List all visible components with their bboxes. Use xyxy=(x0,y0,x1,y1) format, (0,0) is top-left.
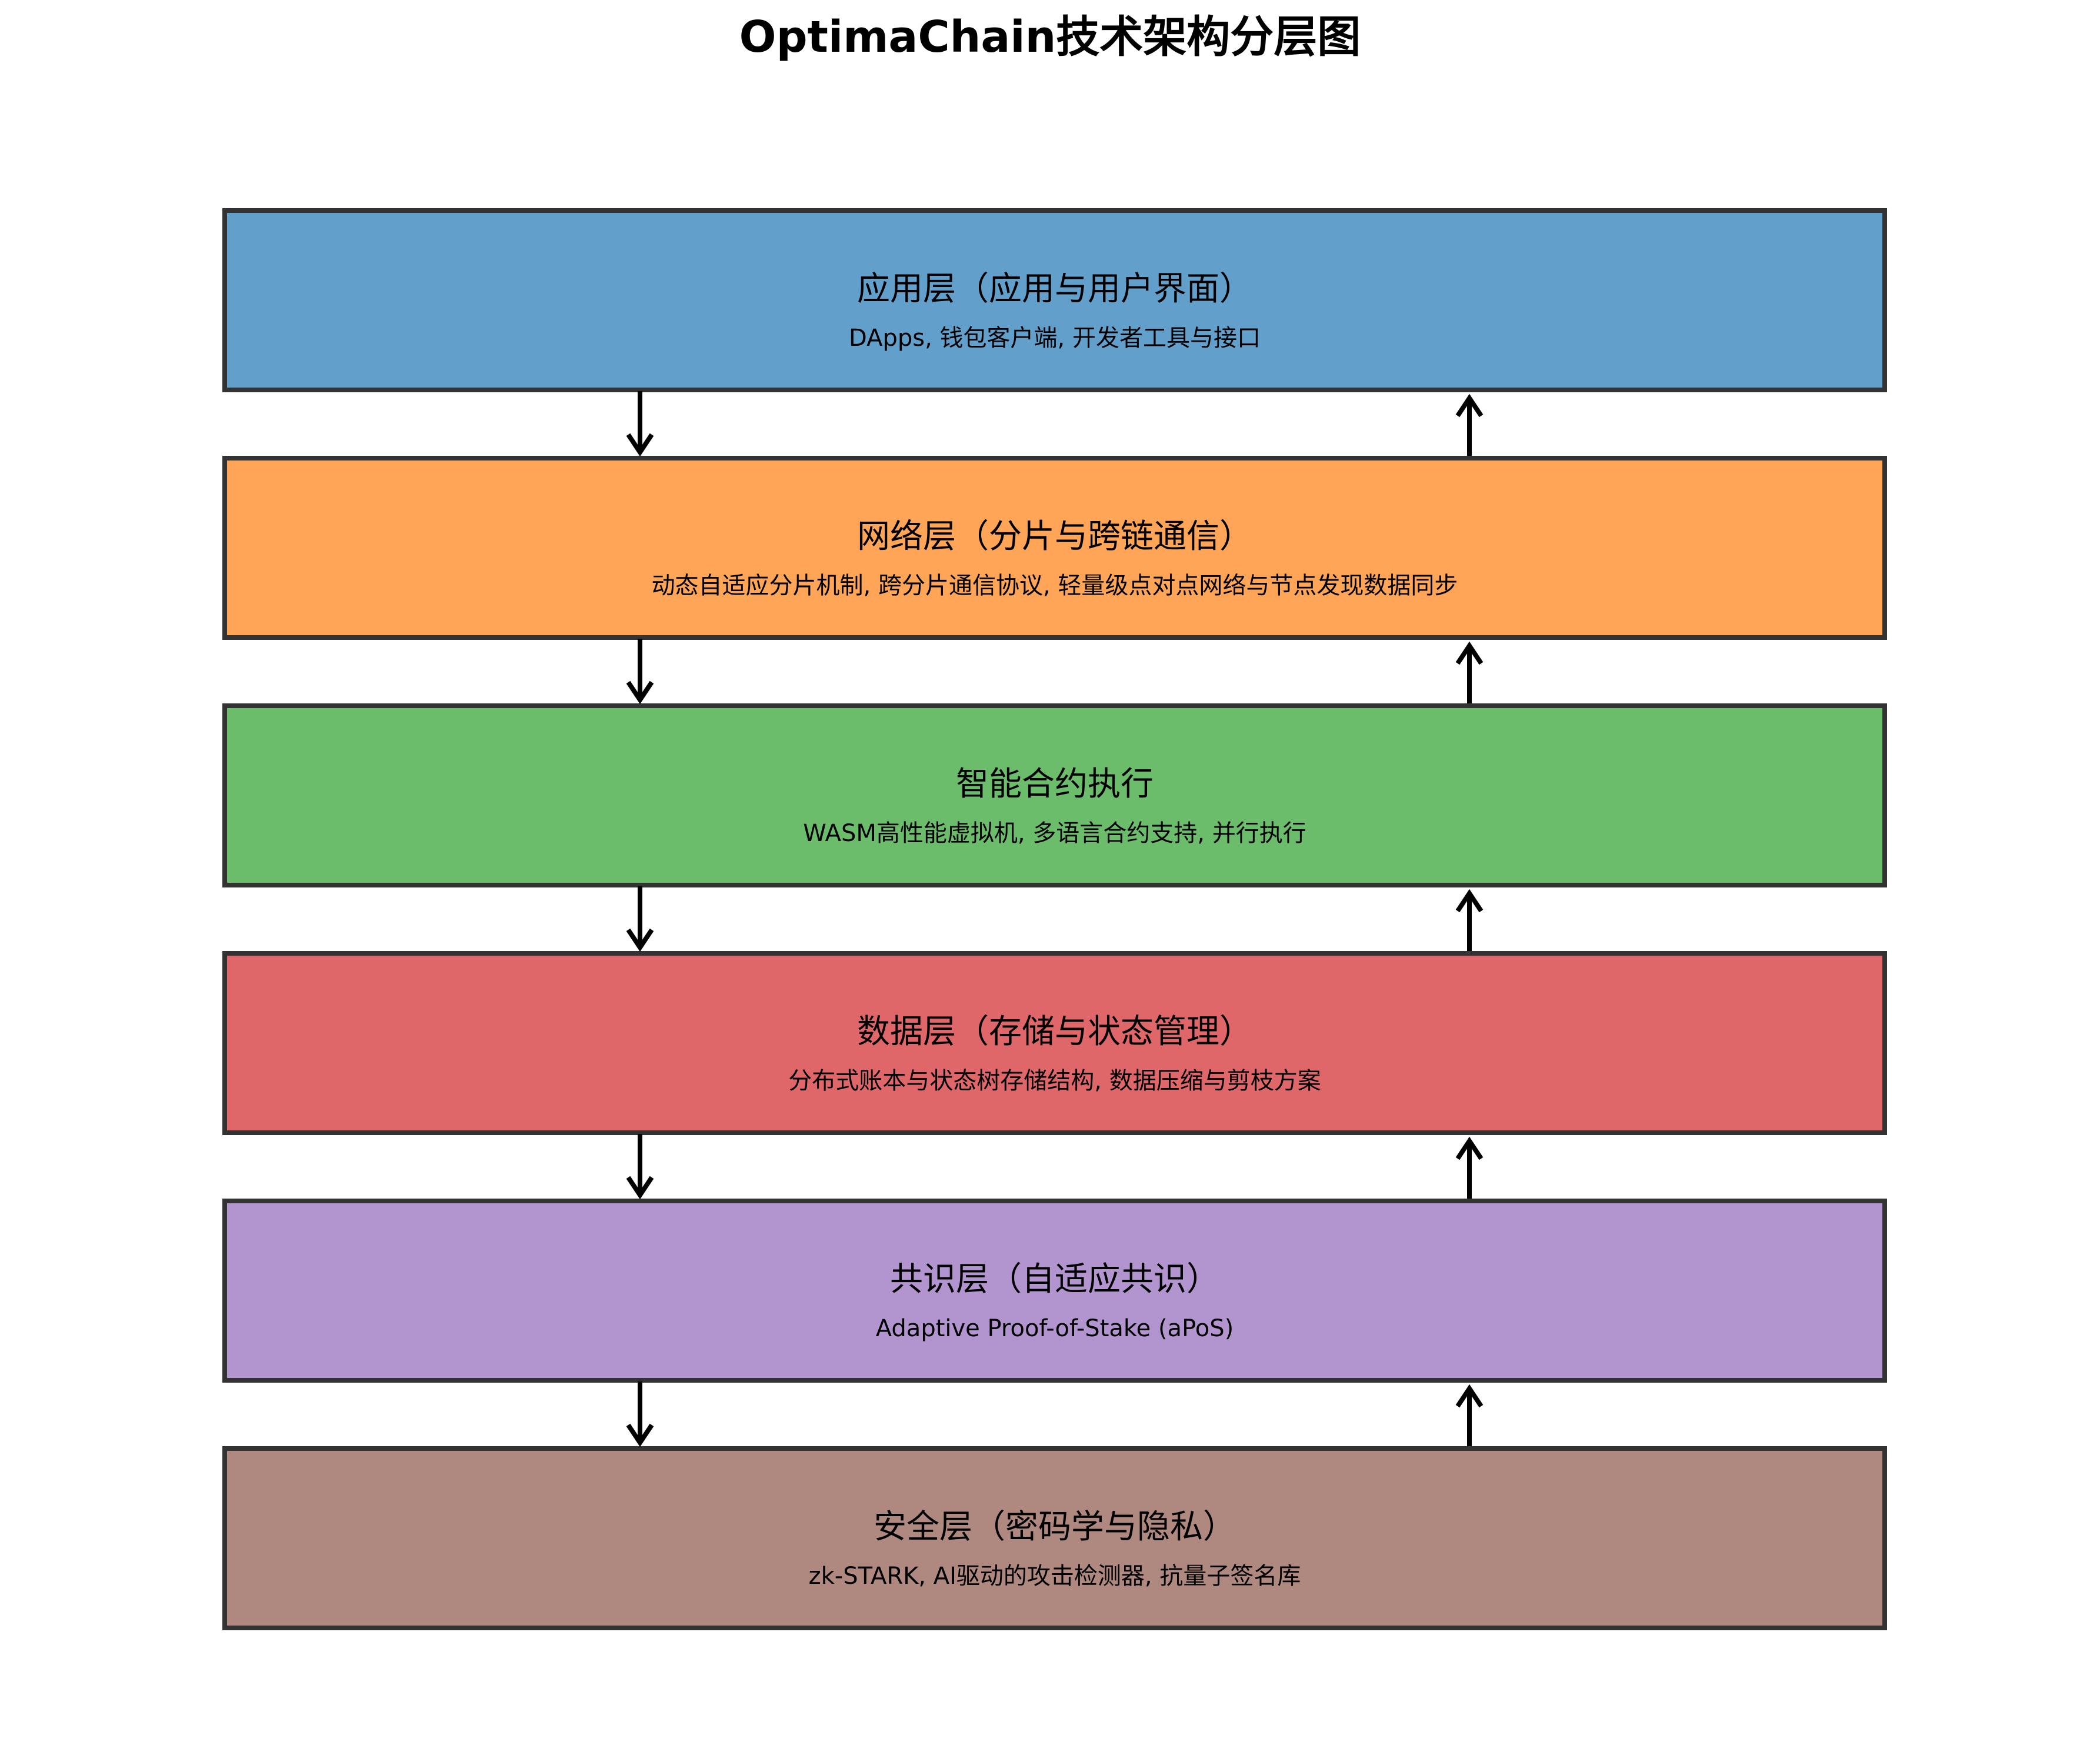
arrow-down-icon xyxy=(626,1134,654,1200)
data-layer-box xyxy=(222,951,1887,1135)
arrow-up-icon xyxy=(1455,1384,1484,1446)
security-layer-title: 安全层（密码学与隐私） xyxy=(874,1508,1236,1546)
consensus-layer-box xyxy=(222,1199,1887,1383)
smart-contract-layer: 智能合约执行 WASM高性能虚拟机, 多语言合约支持, 并行执行 xyxy=(222,703,1887,887)
arrows-group xyxy=(626,391,1484,1447)
arrow-up-icon xyxy=(1455,641,1484,703)
application-layer-box xyxy=(222,208,1887,392)
consensus-layer-title: 共识层（自适应共识） xyxy=(890,1260,1219,1299)
consensus-layer-description: Adaptive Proof-of-Stake (aPoS) xyxy=(876,1315,1234,1342)
layers-group: 应用层（应用与用户界面） DApps, 钱包客户端, 开发者工具与接口网络层（分片… xyxy=(222,208,1887,1630)
application-layer-title: 应用层（应用与用户界面） xyxy=(857,270,1252,308)
data-layer-title: 数据层（存储与状态管理） xyxy=(857,1013,1252,1051)
arrow-down-icon xyxy=(626,639,654,705)
application-layer: 应用层（应用与用户界面） DApps, 钱包客户端, 开发者工具与接口 xyxy=(222,208,1887,392)
consensus-layer: 共识层（自适应共识） Adaptive Proof-of-Stake (aPoS) xyxy=(222,1199,1887,1383)
application-layer-description: DApps, 钱包客户端, 开发者工具与接口 xyxy=(849,325,1261,352)
network-layer-box xyxy=(222,456,1887,640)
network-layer: 网络层（分片与跨链通信） 动态自适应分片机制, 跨分片通信协议, 轻量级点对点网络… xyxy=(222,456,1887,640)
smart-contract-layer-description: WASM高性能虚拟机, 多语言合约支持, 并行执行 xyxy=(803,820,1306,847)
diagram-title: OptimaChain技术架构分层图 xyxy=(739,12,1361,62)
data-layer: 数据层（存储与状态管理） 分布式账本与状态树存储结构, 数据压缩与剪枝方案 xyxy=(222,951,1887,1135)
network-layer-title: 网络层（分片与跨链通信） xyxy=(857,518,1252,556)
smart-contract-layer-box xyxy=(222,703,1887,887)
arrow-down-icon xyxy=(626,391,654,457)
smart-contract-layer-title: 智能合约执行 xyxy=(956,765,1154,803)
security-layer-description: zk-STARK, AI驱动的攻击检测器, 抗量子签名库 xyxy=(809,1563,1301,1590)
network-layer-description: 动态自适应分片机制, 跨分片通信协议, 轻量级点对点网络与节点发现数据同步 xyxy=(652,572,1458,599)
arrow-down-icon xyxy=(626,886,654,952)
arrow-up-icon xyxy=(1455,1136,1484,1199)
data-layer-description: 分布式账本与状态树存储结构, 数据压缩与剪枝方案 xyxy=(788,1067,1321,1094)
security-layer-box xyxy=(222,1446,1887,1630)
arrow-up-icon xyxy=(1455,393,1484,456)
security-layer: 安全层（密码学与隐私） zk-STARK, AI驱动的攻击检测器, 抗量子签名库 xyxy=(222,1446,1887,1630)
arrow-up-icon xyxy=(1455,889,1484,951)
arrow-down-icon xyxy=(626,1381,654,1447)
